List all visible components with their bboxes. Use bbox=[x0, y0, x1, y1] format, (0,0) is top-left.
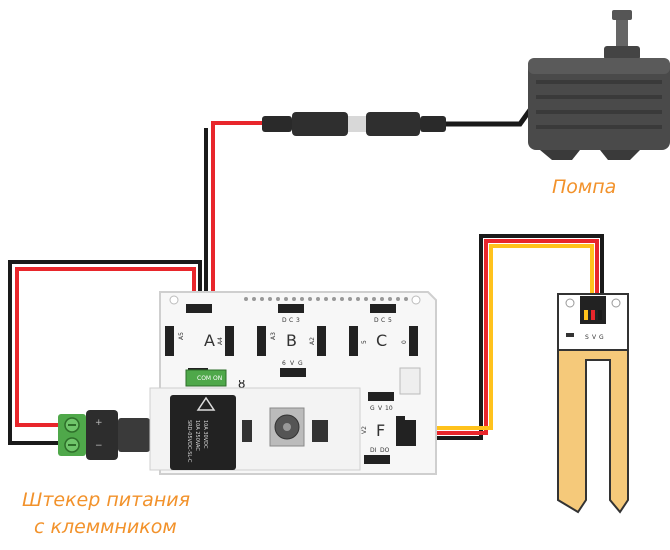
pin-label-b-bottom-3: G bbox=[298, 360, 303, 367]
relay-rating-2: 10A 30VDC bbox=[202, 420, 208, 449]
dc-inline-connector bbox=[262, 112, 446, 136]
sensor-pin-s: S bbox=[585, 334, 589, 341]
relay-terminal-on: ON bbox=[213, 375, 222, 382]
sensor-pin-g: G bbox=[599, 334, 604, 341]
group-letter-b: B bbox=[286, 331, 297, 350]
pin-label-c-bottom-2: V bbox=[378, 405, 383, 412]
pin-label-b-right: A2 bbox=[309, 337, 316, 345]
group-letter-a: A bbox=[204, 331, 215, 350]
relay-terminal-com: COM bbox=[197, 375, 211, 382]
pin-label-c-bottom-3: 10 bbox=[385, 405, 393, 412]
pin-label-b-bottom-1: 6 bbox=[282, 360, 286, 367]
group-letter-f: F bbox=[376, 421, 385, 440]
svg-text:−: − bbox=[95, 441, 103, 451]
pin-label-a-side: A5 bbox=[178, 332, 185, 340]
group-letter-c: C bbox=[376, 331, 387, 350]
pump-caption: Помпа bbox=[552, 176, 617, 198]
pin-label-header-c-3: 5 bbox=[388, 317, 392, 324]
pin-label-header-b-2: C bbox=[289, 317, 293, 324]
pump-cable bbox=[440, 108, 533, 127]
pin-label-f-bottom-2: DO bbox=[380, 447, 390, 454]
pin-label-b-side: A3 bbox=[270, 332, 277, 340]
sensor-wire-red bbox=[408, 239, 599, 435]
relay-rating-1: 10A 250VAC bbox=[194, 420, 200, 451]
plug-caption-line1: Штекер питания bbox=[22, 489, 191, 511]
pin-label-header-c-2: C bbox=[381, 317, 385, 324]
pin-label-c-right: 0 bbox=[401, 340, 408, 344]
shield-board: A B C F D C 3 D C 5 6 V G G V 10 DI DO A… bbox=[149, 291, 437, 475]
soil-moisture-sensor: S V G bbox=[557, 293, 629, 514]
sensor-wire-black bbox=[408, 234, 604, 440]
led-symbol-1: ȣ bbox=[238, 377, 245, 391]
pump bbox=[528, 10, 670, 160]
plug-caption-line2: с клеммником bbox=[34, 516, 177, 538]
pin-label-c-side: 5 bbox=[361, 340, 368, 344]
relay-model-text: SRD-05VDC-SL-C bbox=[186, 420, 192, 463]
pin-label-a-right: A4 bbox=[217, 337, 224, 345]
pin-label-header-b: D bbox=[282, 317, 287, 324]
pin-label-f-bottom-1: DI bbox=[370, 447, 377, 454]
sensor-pin-v: V bbox=[592, 334, 597, 341]
sensor-wire-yellow bbox=[408, 244, 594, 430]
pin-label-header-b-3: 3 bbox=[296, 317, 300, 324]
pin-label-header-c: D bbox=[374, 317, 379, 324]
svg-text:+: + bbox=[95, 418, 103, 428]
pin-label-c-bottom-1: G bbox=[370, 405, 375, 412]
power-plug-with-terminal: + − bbox=[58, 410, 160, 460]
red-wire-relay-to-pump bbox=[211, 121, 262, 372]
pin-label-b-bottom-2: V bbox=[290, 360, 295, 367]
pin-label-f-side: V2 bbox=[361, 426, 368, 434]
